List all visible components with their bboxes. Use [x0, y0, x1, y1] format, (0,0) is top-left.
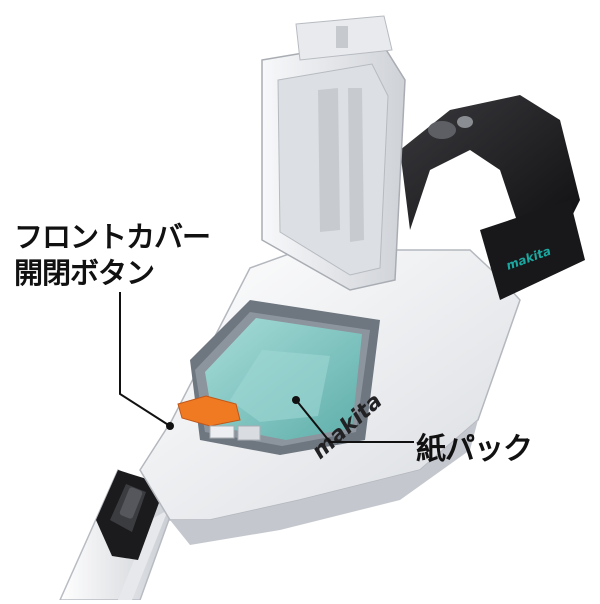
paper-pack-label: 紙パック	[416, 432, 533, 467]
nozzle-collar	[96, 470, 160, 560]
paper-pack-filter	[205, 318, 362, 440]
front-cover-latch	[177, 395, 261, 441]
front-cover-button-label-line2: 開閉ボタン	[14, 256, 155, 290]
annotation-lines	[119, 292, 414, 443]
front-cover-open	[261, 15, 406, 291]
battery-pack: makita	[480, 200, 585, 300]
front-cover-button-label-line1: フロントカバー	[14, 220, 211, 254]
vacuum-handle	[400, 95, 580, 240]
